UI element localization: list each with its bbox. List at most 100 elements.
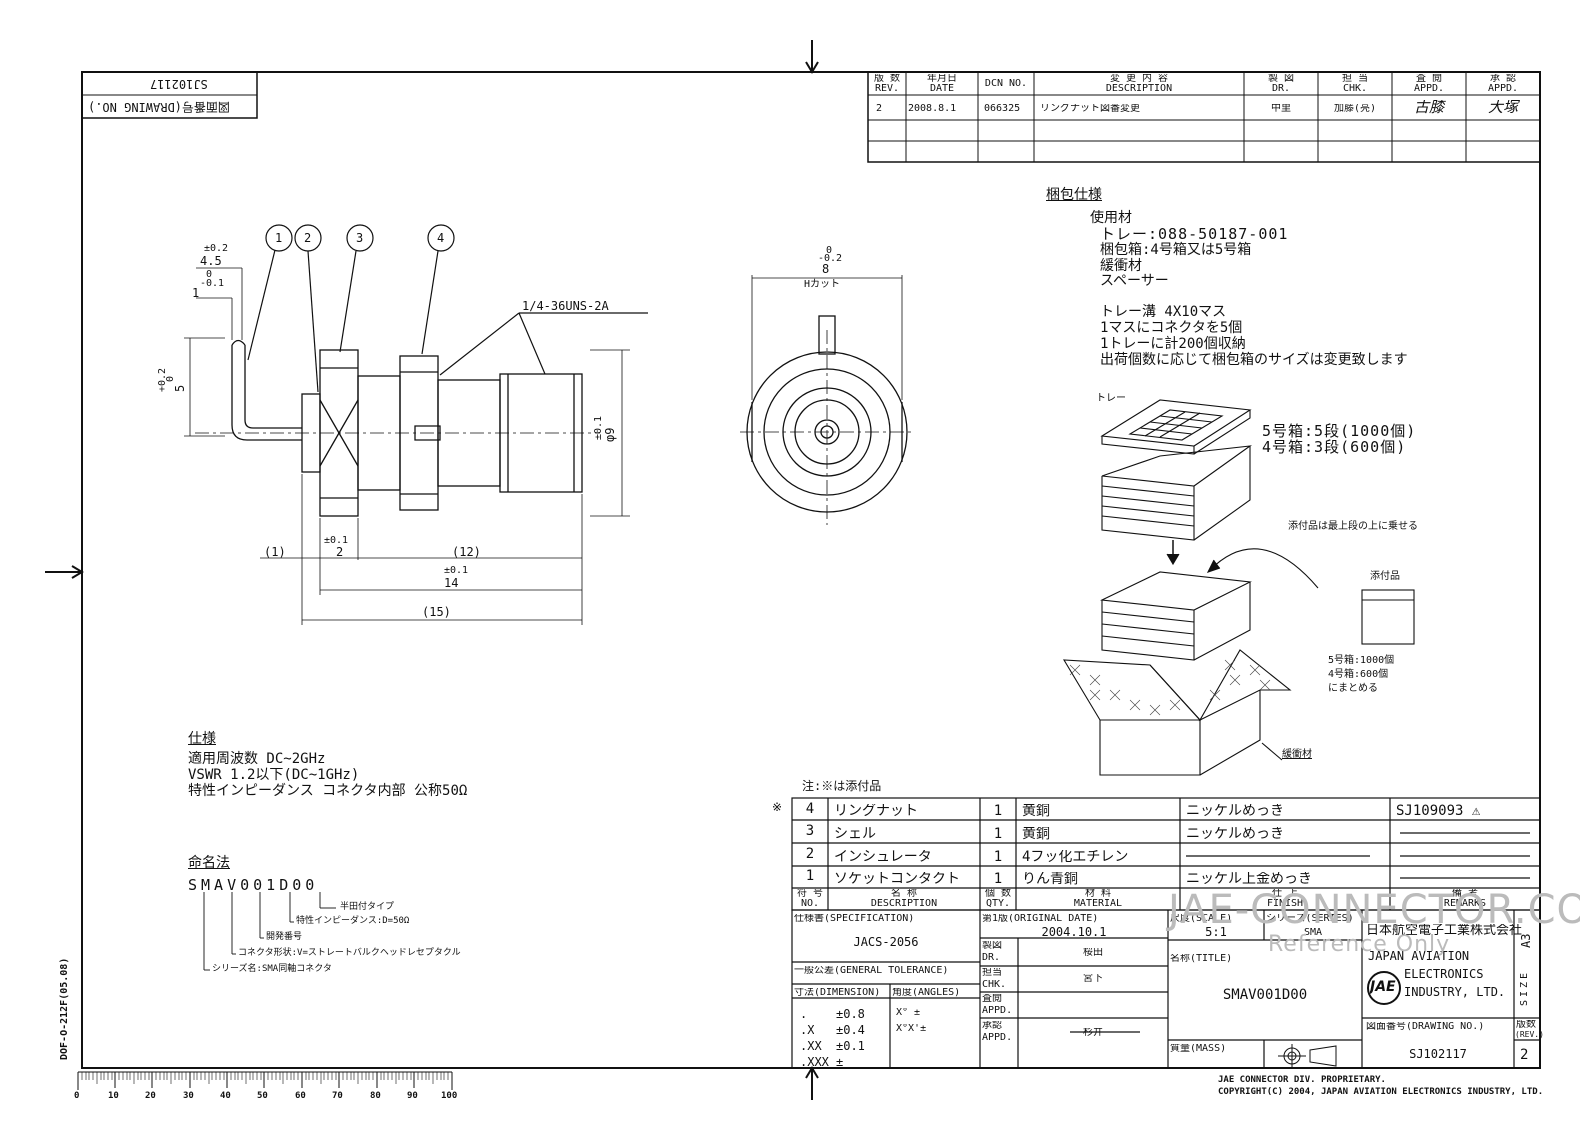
tol-key: .X <box>800 1024 815 1036</box>
part-material: りん青銅 <box>1022 872 1078 886</box>
part-no: 1 <box>805 869 815 883</box>
header-desc-en: DESCRIPTION <box>870 899 938 909</box>
packing-line: 1マスにコネクタを5個 <box>1100 320 1243 336</box>
tol-angle: X° ± <box>896 1008 921 1018</box>
part-material: 黄銅 <box>1022 827 1050 841</box>
dr-label-en: DR. <box>982 953 1001 963</box>
proprietary-notice: JAE CONNECTOR DIV. PROPRIETARY. <box>1218 1075 1386 1085</box>
packing-line: トレー溝 4X10マス <box>1100 304 1227 320</box>
part-no: 4 <box>805 802 815 816</box>
part-finish: ニッケルめっき <box>1186 804 1284 818</box>
rev-label: 版数 <box>1516 1020 1536 1030</box>
ruler-label: 80 <box>370 1091 381 1101</box>
callout-2: 2 <box>304 231 312 245</box>
chk-cell: 加藤(亮) <box>1333 104 1377 114</box>
header-finish: 仕 上 <box>1271 889 1299 899</box>
scale-value: 5:1 <box>1205 926 1227 938</box>
accessory-mark: ※ <box>772 800 783 814</box>
ruler-label: 60 <box>295 1091 306 1101</box>
part-desc: リングナット <box>834 804 918 818</box>
dim-2: 2 <box>336 545 344 559</box>
angles-label: 角度(ANGLES) <box>892 988 961 998</box>
spec-line: 適用周波数 DC~2GHz <box>188 751 326 767</box>
part-no: 2 <box>805 847 815 861</box>
part-remarks: SJ109093 ⚠ <box>1396 804 1481 818</box>
desc-header-en: DESCRIPTION <box>1105 84 1173 94</box>
packing-title: 梱包仕様 <box>1046 187 1102 203</box>
header-desc: 名 称 <box>890 889 918 899</box>
date-header-ja: 年月日 <box>927 74 957 84</box>
header-no: 符 号 <box>796 889 824 899</box>
chk-label: 担当 <box>982 968 1002 978</box>
jae-logo: JAE <box>1370 980 1396 994</box>
rev-header-ja: 版 数 <box>873 74 901 84</box>
dim-5-tol0: 0 <box>165 375 176 382</box>
appd1-header-en: APPD. <box>1413 84 1445 94</box>
company-name-en: JAPAN AVIATION <box>1368 950 1470 962</box>
packing-line: 梱包箱:4号箱又は5号箱 <box>1100 242 1252 258</box>
ruler-label: 20 <box>145 1091 156 1101</box>
appd2-label-en: APPD. <box>982 1033 1013 1043</box>
callout-1: 1 <box>275 231 283 245</box>
part-desc: ソケットコンタクト <box>834 872 960 886</box>
appd-label-en: APPD. <box>982 1006 1013 1016</box>
chk-header-ja: 担 当 <box>1341 74 1369 84</box>
dim-15: (15) <box>422 605 451 619</box>
spec-line: 特性インピーダンス コネクタ内部 公称50Ω <box>188 783 468 799</box>
dimension-label: 寸法(DIMENSION) <box>794 988 881 998</box>
company-name-ja: 日本航空電子工業株式会社 <box>1366 924 1523 937</box>
appd1-signature: 古膝 <box>1413 100 1444 115</box>
chk-label-en: CHK. <box>982 980 1007 990</box>
part-material: 黄銅 <box>1022 804 1050 818</box>
naming-item: 半田付タイプ <box>340 902 395 912</box>
header-remarks-en: REMARKS <box>1443 899 1487 909</box>
size-label: SIZE <box>1520 969 1530 1006</box>
rev-value: 2 <box>1520 1048 1529 1062</box>
appd1-header-ja: 査 閲 <box>1415 74 1443 84</box>
header-remarks: 備 考 <box>1451 889 1479 899</box>
dr-header-en: DR. <box>1271 84 1291 94</box>
tol-value: ± <box>836 1056 844 1068</box>
copyright-notice: COPYRIGHT(C) 2004, JAPAN AVIATION ELECTR… <box>1218 1087 1544 1097</box>
title-value: SMAV001D00 <box>1222 988 1308 1002</box>
accessory-qty: 4号箱:600個 <box>1328 669 1389 680</box>
desc-cell: リングナット図番変更 <box>1040 104 1140 114</box>
tol-value: ±0.4 <box>836 1024 865 1036</box>
dim-h-tol0: 0 <box>826 245 833 256</box>
appd2-header-ja: 承 認 <box>1489 74 1517 84</box>
callout-3: 3 <box>356 231 364 245</box>
header-material: 材 料 <box>1084 889 1112 899</box>
part-material: 4フッ化エチレン <box>1022 850 1129 864</box>
dim-12: (12) <box>452 545 481 559</box>
box4-spec: 4号箱:3段(600個) <box>1262 438 1407 456</box>
dcn-header: DCN NO. <box>984 79 1028 89</box>
accessory-qty: にまとめる <box>1328 683 1378 694</box>
part-finish: ニッケル上金めっき <box>1186 872 1312 886</box>
header-qty: 個 数 <box>984 889 1012 899</box>
desc-header-ja: 変 更 内 容 <box>1109 74 1169 84</box>
appd-label: 査閲 <box>982 994 1002 1004</box>
company-name-en: ELECTRONICS <box>1404 968 1484 980</box>
spec-label: 仕様書(SPECIFICATION) <box>794 914 915 924</box>
thread-spec: 1/4-36UNS-2A <box>522 299 609 313</box>
part-finish: ニッケルめっき <box>1186 827 1284 841</box>
drawing-no-value: SJ102117 <box>1409 1048 1467 1060</box>
ruler-label: 50 <box>257 1091 268 1101</box>
naming-item: シリーズ名:SMA同軸コネクタ <box>212 964 332 974</box>
chk-header-en: CHK. <box>1342 84 1368 94</box>
ruler-label: 0 <box>74 1091 80 1101</box>
ruler-label: 70 <box>332 1091 343 1101</box>
naming-title: 命名法 <box>188 855 230 871</box>
series-label: シリーズ(SERIES) <box>1266 914 1354 924</box>
part-qty: 1 <box>993 872 1003 886</box>
dim-tol-0: 0 <box>206 269 213 280</box>
packing-line: 使用材 <box>1090 210 1132 226</box>
accessory-label: 添付品 <box>1370 571 1400 582</box>
dim-h-tolm: -0.2 <box>818 253 843 264</box>
dim-tol-m01: -0.1 <box>200 278 225 289</box>
part-no: 3 <box>805 824 815 838</box>
part-desc: シェル <box>834 827 876 841</box>
tol-angle: X°X'± <box>896 1024 927 1034</box>
watermark-reference: Reference Only <box>1268 932 1451 957</box>
date-cell: 2008.8.1 <box>908 104 957 114</box>
